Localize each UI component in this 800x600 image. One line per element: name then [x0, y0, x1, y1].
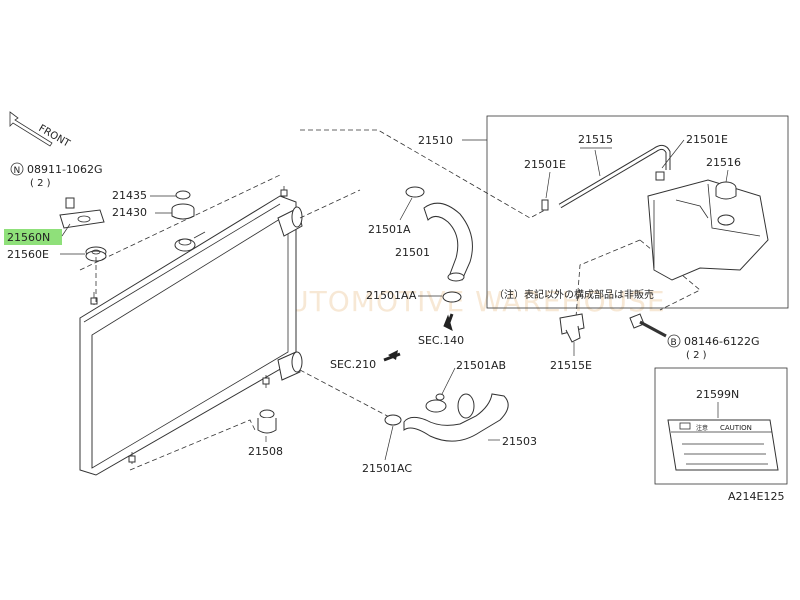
label-21501ac[interactable]: 21501AC: [362, 462, 412, 475]
reservoir-box: [486, 115, 789, 309]
bolt-08146: [629, 313, 667, 338]
label-21516[interactable]: 21516: [706, 156, 741, 169]
cap-21516: [715, 169, 737, 226]
clip-21501e-b: [655, 139, 685, 181]
radiator-21460: [79, 186, 303, 476]
label-08911-1062g: 08911-1062G: [27, 163, 102, 176]
clamp-21501aa: [418, 291, 462, 303]
bracket-21515e: [559, 313, 585, 356]
label-21501aa[interactable]: 21501AA: [366, 289, 417, 302]
n-mark-letter: N: [14, 166, 21, 176]
bracket-21560n: [59, 197, 105, 237]
label-sec140[interactable]: SEC.140: [418, 334, 464, 347]
guide-line-mount: [129, 419, 256, 471]
caution-label: 注意 CAUTION: [667, 419, 779, 471]
hose-21503: [403, 393, 509, 442]
clip-21501e-a: [541, 171, 551, 211]
label-21430[interactable]: 21430: [112, 206, 147, 219]
reservoir-tank: [647, 179, 769, 281]
watermark-text: AUTOMOTIVE WAREHOUSE: [268, 285, 666, 318]
label-21501e-b[interactable]: 21501E: [686, 133, 728, 146]
caution-text: CAUTION: [720, 424, 752, 432]
label-08911-qty: ( 2 ): [30, 178, 51, 189]
label-21510[interactable]: 21510: [418, 134, 453, 147]
label-21501e-a[interactable]: 21501E: [524, 158, 566, 171]
guide-line-upper-hose: [299, 189, 361, 219]
label-21501ab[interactable]: 21501AB: [456, 359, 506, 372]
cap-21435: [150, 190, 191, 200]
b-mark-letter: B: [671, 338, 677, 348]
note-jp: （注）表記以外の構成部品は非販売: [494, 288, 654, 301]
label-08146-6122g[interactable]: 08146-6122G: [684, 335, 759, 348]
clamp-21501ab: [425, 367, 456, 413]
highlight-21560n: [4, 229, 62, 245]
label-21501[interactable]: 21501: [395, 246, 430, 259]
label-21560n[interactable]: 21560N: [7, 231, 50, 244]
front-arrow-icon: [9, 111, 53, 147]
hose-21501: [423, 202, 473, 282]
b-mark-icon: [667, 334, 681, 348]
arrow-sec210-icon: [388, 350, 398, 360]
label-21599n[interactable]: 21599N: [696, 388, 739, 401]
label-21560e[interactable]: 21560E: [7, 248, 49, 261]
label-21501a[interactable]: 21501A: [368, 223, 411, 236]
label-21515e[interactable]: 21515E: [550, 359, 592, 372]
tube-21515: [558, 144, 671, 209]
front-arrow: FRONT: [9, 111, 72, 150]
caution-box: [654, 367, 788, 485]
label-21435[interactable]: 21435: [112, 189, 147, 202]
drawing-number: A214E125: [728, 490, 784, 503]
mount-21508: [257, 409, 277, 442]
caution-jp-text: 注意: [696, 424, 708, 432]
label-08146-qty: ( 2 ): [686, 350, 707, 361]
clamp-21501a: [399, 186, 425, 221]
clamp-21501ac: [384, 414, 402, 461]
cap-21430: [155, 203, 195, 220]
grommet-21560e: [60, 246, 107, 262]
label-21503[interactable]: 21503: [502, 435, 537, 448]
guide-line-lower-hose: [299, 369, 396, 421]
n-mark-icon: [10, 162, 24, 176]
label-21515[interactable]: 21515: [578, 133, 613, 146]
label-21508[interactable]: 21508: [248, 445, 283, 458]
label-sec210[interactable]: SEC.210: [330, 358, 376, 371]
guide-line-top: [79, 174, 281, 271]
